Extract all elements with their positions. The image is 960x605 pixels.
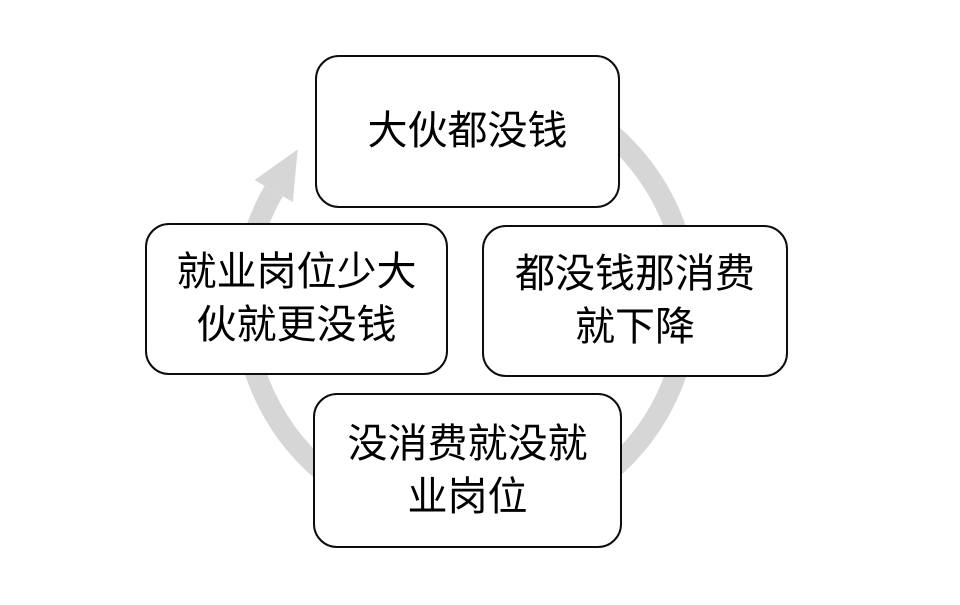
cycle-node-top-label: 大伙都没钱 xyxy=(367,109,568,154)
cycle-node-top: 大伙都没钱 xyxy=(315,55,620,208)
cycle-node-right: 都没钱那消费就下降 xyxy=(482,225,788,377)
cycle-node-left: 就业岗位少大伙就更没钱 xyxy=(145,223,448,375)
cycle-node-bottom-label: 没消费就没就业岗位 xyxy=(347,421,588,519)
cycle-node-left-label: 就业岗位少大伙就更没钱 xyxy=(176,250,417,347)
cycle-arrow-head-icon xyxy=(254,149,298,202)
cycle-node-bottom: 没消费就没就业岗位 xyxy=(313,393,622,548)
cycle-node-right-label: 都没钱那消费就下降 xyxy=(515,252,755,349)
